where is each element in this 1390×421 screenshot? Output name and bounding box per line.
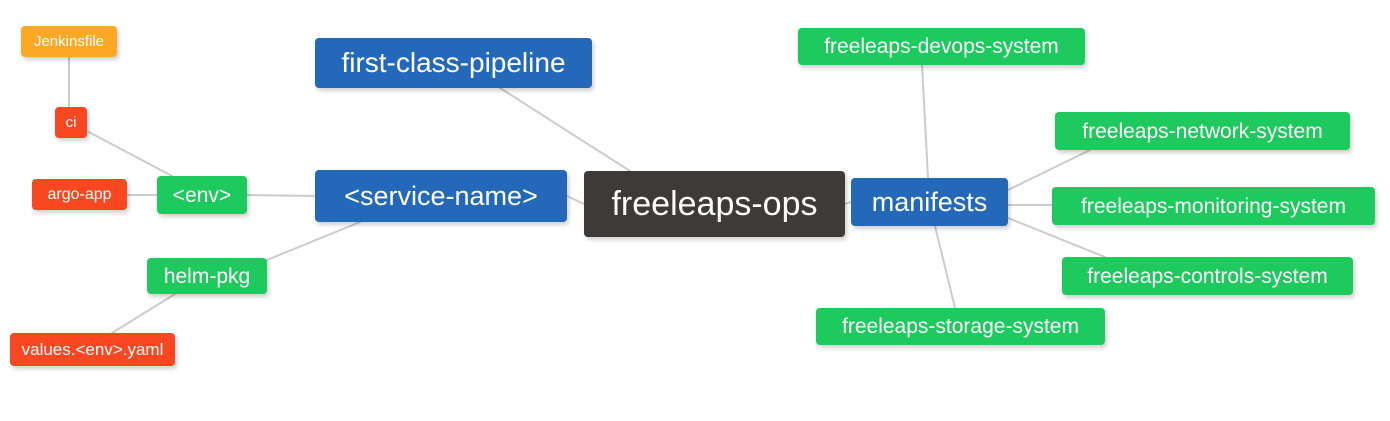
node-manifests[interactable]: manifests — [851, 178, 1008, 226]
node-ci[interactable]: ci — [55, 107, 87, 138]
node-freeleaps-ops[interactable]: freeleaps-ops — [584, 171, 845, 237]
node-env[interactable]: <env> — [157, 176, 247, 214]
node-freeleaps-devops-system[interactable]: freeleaps-devops-system — [798, 28, 1085, 65]
node-first-class-pipeline[interactable]: first-class-pipeline — [315, 38, 592, 88]
node-label-values-env-yaml: values.<env>.yaml — [21, 340, 164, 359]
edge-service-name-to-env — [246, 194, 316, 197]
node-label-manifests: manifests — [871, 186, 988, 217]
edge-service-name-to-helm-pkg — [266, 221, 361, 261]
node-argo-app[interactable]: argo-app — [32, 179, 127, 210]
node-label-freeleaps-controls-system: freeleaps-controls-system — [1087, 264, 1328, 288]
node-label-freeleaps-devops-system: freeleaps-devops-system — [824, 35, 1059, 58]
node-label-helm-pkg: helm-pkg — [163, 264, 251, 288]
node-label-freeleaps-ops: freeleaps-ops — [611, 185, 818, 223]
node-jenkinsfile[interactable]: Jenkinsfile — [21, 26, 117, 57]
node-values-env-yaml[interactable]: values.<env>.yaml — [10, 333, 175, 366]
node-label-ci: ci — [65, 114, 77, 131]
node-label-jenkinsfile: Jenkinsfile — [33, 33, 105, 50]
node-freeleaps-storage-system[interactable]: freeleaps-storage-system — [816, 308, 1105, 345]
edge-manifests-to-freeleaps-devops-system — [921, 64, 929, 179]
edge-manifests-to-freeleaps-network-system — [1007, 149, 1091, 191]
node-service-name[interactable]: <service-name> — [315, 170, 567, 222]
edge-freeleaps-ops-to-first-class-pipeline — [499, 87, 631, 172]
node-label-argo-app: argo-app — [47, 185, 112, 203]
node-freeleaps-network-system[interactable]: freeleaps-network-system — [1055, 112, 1350, 150]
edge-env-to-ci — [86, 130, 173, 177]
node-label-service-name: <service-name> — [344, 180, 538, 211]
node-freeleaps-controls-system[interactable]: freeleaps-controls-system — [1062, 257, 1353, 295]
node-label-freeleaps-storage-system: freeleaps-storage-system — [842, 315, 1079, 338]
edge-manifests-to-freeleaps-storage-system — [934, 225, 956, 309]
node-label-env: <env> — [172, 183, 232, 207]
edge-helm-pkg-to-values-env-yaml — [111, 293, 176, 334]
node-freeleaps-monitoring-system[interactable]: freeleaps-monitoring-system — [1052, 187, 1375, 225]
node-helm-pkg[interactable]: helm-pkg — [147, 258, 267, 294]
node-label-first-class-pipeline: first-class-pipeline — [341, 47, 566, 78]
node-label-freeleaps-network-system: freeleaps-network-system — [1082, 119, 1323, 143]
node-label-freeleaps-monitoring-system: freeleaps-monitoring-system — [1081, 194, 1346, 218]
edge-freeleaps-ops-to-service-name — [566, 195, 585, 205]
